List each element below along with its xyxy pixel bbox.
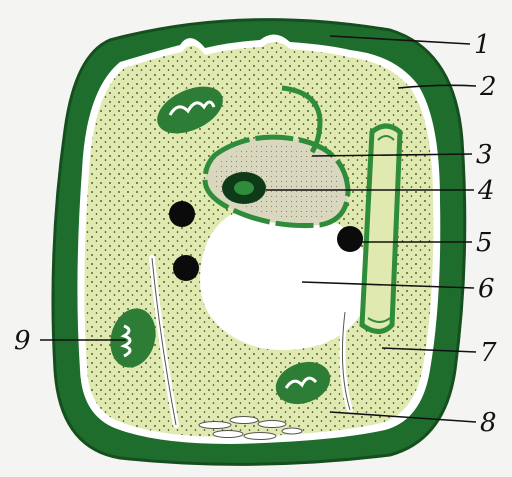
dark-body-1 [169,201,195,227]
nucleolus-core [234,181,254,195]
label-2: 2 [479,72,497,102]
label-9: 9 [14,326,31,356]
dark-body-2 [173,255,199,281]
label-8: 8 [480,408,497,438]
label-4: 4 [477,176,495,206]
dark-body-3 [337,226,363,252]
label-7: 7 [480,338,497,368]
label-5: 5 [476,228,493,258]
label-6: 6 [478,274,495,304]
label-1: 1 [474,30,491,60]
label-3: 3 [476,140,493,170]
